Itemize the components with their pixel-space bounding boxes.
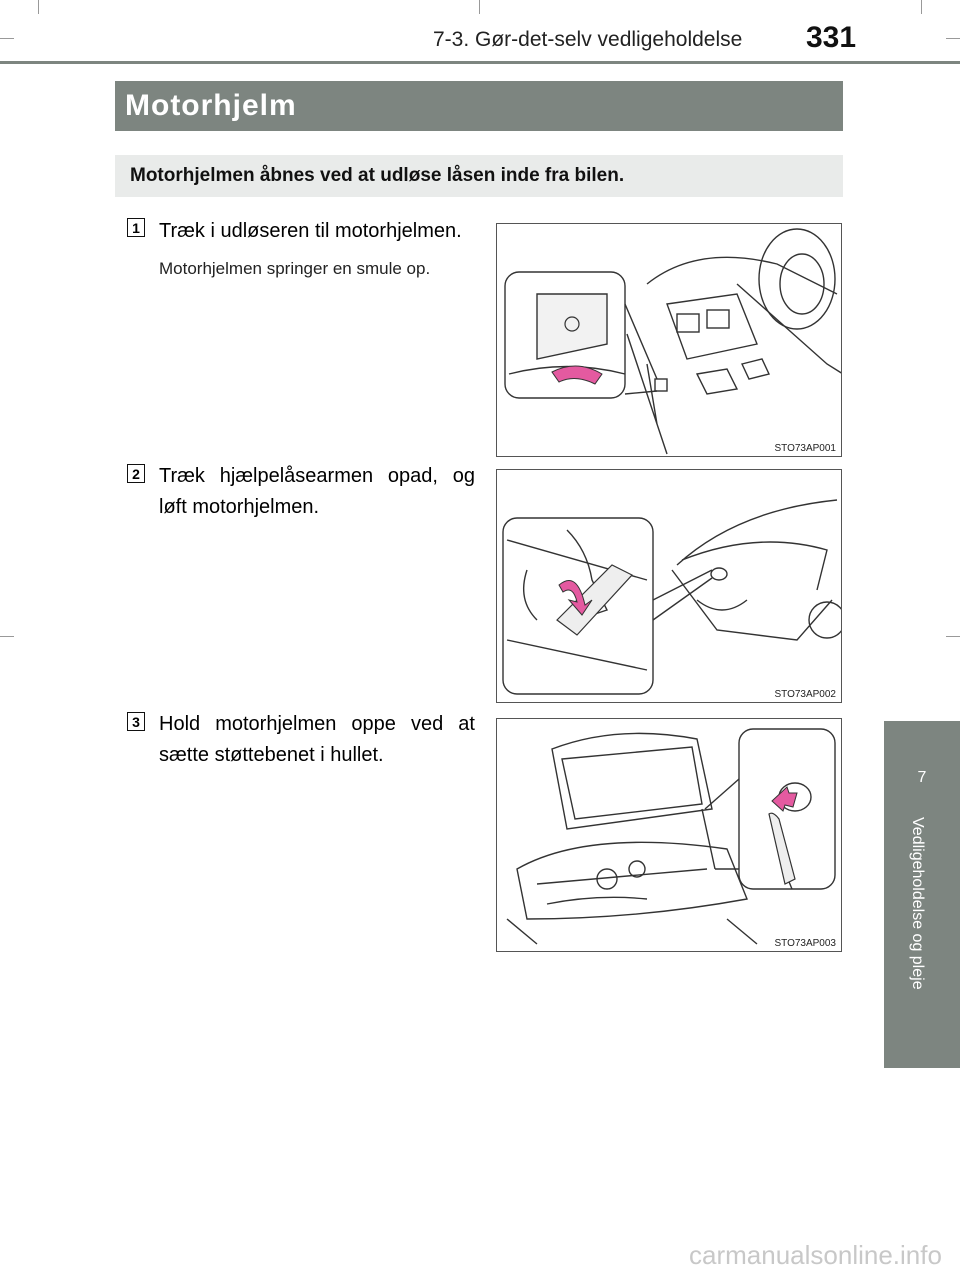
- hood-release-lever-icon: [504, 228, 841, 455]
- crop-mark: [0, 38, 14, 39]
- step-number-3: 3: [127, 712, 145, 731]
- figure-code-3: STO73AP003: [774, 938, 836, 949]
- figure-step-2: STO73AP002: [496, 469, 842, 703]
- crop-mark: [946, 636, 960, 637]
- chapter-tab: 7 Vedligeholdelse og pleje: [884, 721, 960, 1068]
- crop-mark: [921, 0, 922, 14]
- header-rule: [0, 61, 960, 64]
- step-subtext-1: Motorhjelmen springer en smule op.: [159, 259, 431, 278]
- page-number: 331: [806, 21, 857, 54]
- chapter-number: 7: [917, 769, 927, 786]
- step-text-1: Træk i udløseren til motorhjelmen.: [159, 220, 462, 242]
- watermark: carmanualsonline.info: [689, 1240, 942, 1270]
- intro-text: Motorhjelmen åbnes ved at udløse låsen i…: [115, 155, 843, 197]
- page-title: Motorhjelm: [115, 81, 843, 131]
- step-text-2: Træk hjælpelåsearmen opad, og løft motor…: [159, 465, 475, 518]
- figure-step-3: STO73AP003: [496, 718, 842, 952]
- step-number-1: 1: [127, 218, 145, 237]
- chapter-label: Vedligeholdelse og pleje: [909, 817, 926, 990]
- crop-mark: [0, 636, 14, 637]
- auxiliary-catch-lever-icon: [502, 499, 841, 695]
- support-rod-icon: [506, 728, 836, 945]
- crop-mark: [479, 0, 480, 14]
- crop-mark: [38, 0, 39, 14]
- crop-mark: [946, 38, 960, 39]
- figure-step-1: STO73AP001: [496, 223, 842, 457]
- running-header-section: 7-3. Gør-det-selv vedligeholdelse: [433, 28, 743, 51]
- figure-code-2: STO73AP002: [774, 689, 836, 700]
- step-text-3: Hold motorhjelmen oppe ved at sætte støt…: [159, 713, 475, 766]
- step-number-2: 2: [127, 464, 145, 483]
- figure-code-1: STO73AP001: [774, 443, 836, 454]
